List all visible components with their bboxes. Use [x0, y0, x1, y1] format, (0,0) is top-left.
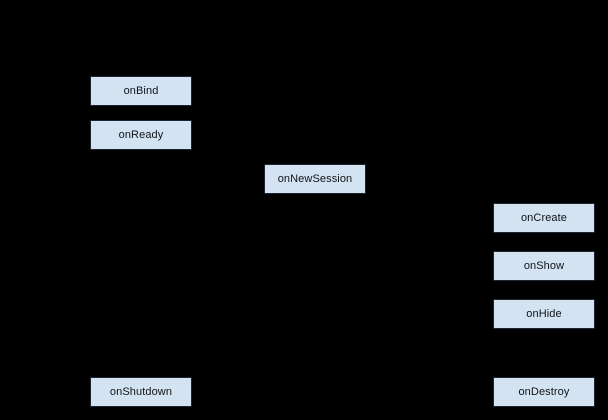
node-on-create[interactable]: onCreate	[493, 203, 595, 233]
node-label-on-new-session: onNewSession	[277, 173, 353, 185]
node-label-on-hide: onHide	[526, 308, 562, 320]
node-label-on-bind: onBind	[123, 85, 159, 97]
node-on-destroy[interactable]: onDestroy	[493, 377, 595, 407]
node-label-on-create: onCreate	[520, 212, 568, 224]
node-label-on-shutdown: onShutdown	[109, 386, 173, 398]
node-on-bind[interactable]: onBind	[90, 76, 192, 106]
node-label-on-show: onShow	[523, 260, 565, 272]
node-on-shutdown[interactable]: onShutdown	[90, 377, 192, 407]
node-on-ready[interactable]: onReady	[90, 120, 192, 150]
node-label-on-ready: onReady	[118, 129, 164, 141]
node-on-hide[interactable]: onHide	[493, 299, 595, 329]
node-on-new-session[interactable]: onNewSession	[264, 164, 366, 194]
node-label-on-destroy: onDestroy	[518, 386, 570, 398]
node-on-show[interactable]: onShow	[493, 251, 595, 281]
